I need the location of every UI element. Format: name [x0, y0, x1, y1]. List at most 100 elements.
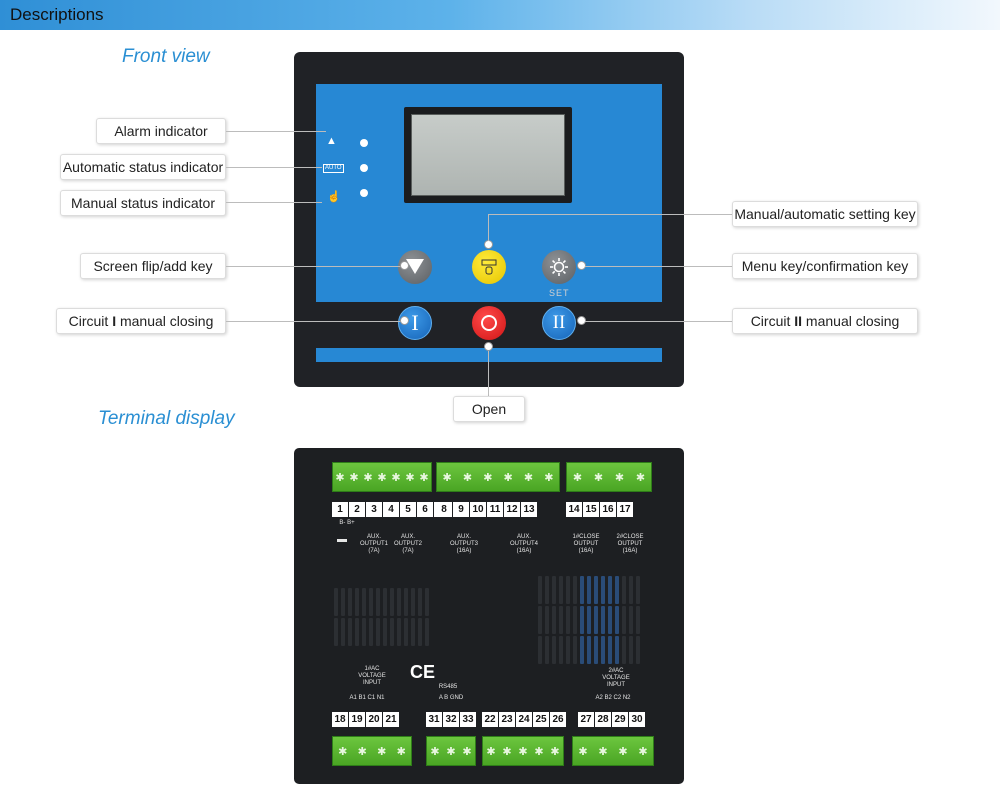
vent-left: [334, 588, 432, 648]
label-ac1-phases: A1 B1 C1 N1: [349, 695, 385, 701]
terminal-number: 4: [383, 502, 399, 517]
leader-dot: [400, 261, 409, 270]
callout-open: Open: [453, 396, 525, 422]
terminal-number: 32: [443, 712, 459, 727]
battery-icon: ▬: [337, 534, 347, 545]
terminal-block-bottom-d: ✱✱✱✱: [572, 736, 654, 766]
terminal-number: 25: [533, 712, 549, 727]
header-title: Descriptions: [10, 5, 104, 24]
leader-line: [488, 351, 489, 396]
terminal-number: 17: [617, 502, 633, 517]
leader-dot: [484, 240, 493, 249]
terminal-block-bottom-c: ✱✱✱✱✱: [482, 736, 564, 766]
triangle-down-icon: [406, 259, 424, 274]
terminal-number: 19: [349, 712, 365, 727]
terminal-number: 14: [566, 502, 582, 517]
terminal-number: 23: [499, 712, 515, 727]
callout-automatic-indicator: Automatic status indicator: [60, 154, 226, 180]
leader-line: [585, 266, 732, 267]
terminal-number: 21: [383, 712, 399, 727]
leader-line: [488, 214, 489, 241]
label-aux-output-3: AUX. OUTPUT3 (16A): [449, 534, 478, 554]
ce-mark: CE: [410, 662, 436, 682]
leader-dot: [484, 342, 493, 351]
automatic-led: [360, 164, 368, 172]
label-rs485: RS485: [438, 684, 458, 690]
terminal-number: 20: [366, 712, 382, 727]
leader-line: [226, 321, 404, 322]
front-view-title: Front view: [122, 46, 210, 67]
label-rs485-pins: A B GND: [438, 695, 464, 701]
terminal-number: 9: [453, 502, 469, 517]
key-label: I: [411, 310, 419, 335]
set-label: SET: [549, 288, 570, 298]
alarm-led: [360, 139, 368, 147]
label-b-minus-b-plus: B- B+: [339, 520, 355, 526]
terminal-number: 24: [516, 712, 532, 727]
circuit-2-close-key[interactable]: II: [542, 306, 576, 340]
terminal-block-bottom-a: ✱✱✱✱: [332, 736, 412, 766]
callout-circuit-2-closing: Circuit II manual closing: [732, 308, 918, 334]
terminal-number: 29: [612, 712, 628, 727]
callout-manual-auto-key: Manual/automatic setting key: [732, 201, 918, 227]
label-ac2-phases: A2 B2 C2 N2: [595, 695, 631, 701]
manual-led: [360, 189, 368, 197]
label-aux-output-1: AUX. OUTPUT1 (7A): [359, 534, 388, 554]
terminal-display-title: Terminal display: [98, 408, 235, 429]
terminal-number: 30: [629, 712, 645, 727]
label-aux-output-4: AUX. OUTPUT4 (16A): [509, 534, 538, 554]
callout-menu-key: Menu key/confirmation key: [732, 253, 918, 279]
open-key[interactable]: [472, 306, 506, 340]
terminal-block-top-b: ✱✱✱✱✱✱: [436, 462, 560, 492]
leader-line: [488, 214, 732, 215]
terminal-number: 27: [578, 712, 594, 727]
controller-front-panel: ▲ AUTO ☝ SET I II: [294, 52, 684, 387]
terminal-number: 3: [366, 502, 382, 517]
header-bar: Descriptions: [0, 0, 1000, 30]
terminal-number: 6: [417, 502, 433, 517]
label-close-output-1: 1#CLOSE OUTPUT (16A): [572, 534, 600, 554]
terminal-number: 5: [400, 502, 416, 517]
callout-circuit-1-closing: Circuit I manual closing: [56, 308, 226, 334]
terminal-number: 10: [470, 502, 486, 517]
terminal-number: 22: [482, 712, 498, 727]
terminal-number: 15: [583, 502, 599, 517]
callout-manual-indicator: Manual status indicator: [60, 190, 226, 216]
terminal-number: 11: [487, 502, 503, 517]
terminal-number: 28: [595, 712, 611, 727]
auto-badge-icon: AUTO: [323, 164, 344, 173]
manual-auto-setting-key[interactable]: [472, 250, 506, 284]
menu-confirmation-key[interactable]: [542, 250, 576, 284]
leader-dot: [577, 316, 586, 325]
leader-line: [226, 202, 322, 203]
terminal-number: 18: [332, 712, 348, 727]
terminal-block-bottom-b: ✱✱✱: [426, 736, 476, 766]
label-ac1-voltage-input: 1#AC VOLTAGE INPUT: [358, 666, 386, 686]
vent-right: [538, 576, 643, 666]
leader-line: [226, 167, 322, 168]
terminal-number: 33: [460, 712, 476, 727]
terminal-block-top-a: ✱✱✱✱✱✱✱: [332, 462, 432, 492]
label-aux-output-2: AUX. OUTPUT2 (7A): [393, 534, 422, 554]
terminal-number: 12: [504, 502, 520, 517]
callout-screen-flip-key: Screen flip/add key: [80, 253, 226, 279]
auto-hand-icon: [481, 259, 497, 275]
terminal-number: 16: [600, 502, 616, 517]
gear-icon: [550, 258, 568, 276]
terminal-numbers-top-a: 1234567: [332, 502, 451, 517]
leader-line: [585, 321, 732, 322]
terminal-number: 26: [550, 712, 566, 727]
leader-dot: [577, 261, 586, 270]
terminal-number: 31: [426, 712, 442, 727]
terminal-number: 13: [521, 502, 537, 517]
alarm-warning-icon: ▲: [326, 135, 337, 147]
key-label: II: [552, 312, 566, 333]
leader-line: [226, 266, 404, 267]
label-close-output-2: 2#CLOSE OUTPUT (16A): [616, 534, 644, 554]
leader-line: [226, 131, 326, 132]
